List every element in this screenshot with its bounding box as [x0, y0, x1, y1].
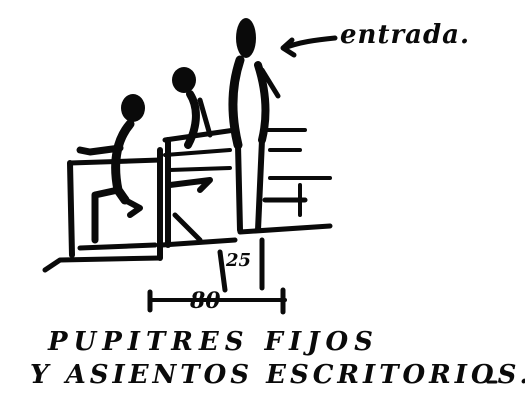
caption-line-2: Y ASIENTOS ESCRITORIOS. — [30, 360, 525, 390]
stepped-rows — [217, 128, 333, 293]
caption-line-1: PUPITRES FIJOS — [48, 327, 379, 357]
desk-front — [42, 147, 163, 273]
annotation-arrow — [280, 35, 338, 58]
seated-figure-middle — [167, 67, 213, 243]
annotation-entrada: entrada. — [340, 20, 471, 50]
desk-middle — [159, 127, 238, 248]
dimension-label-80: 80 — [190, 288, 221, 314]
dimension-label-25: 25 — [226, 250, 252, 271]
standing-figure — [228, 18, 281, 233]
seated-figure-front — [76, 94, 145, 244]
dimension-line-80 — [147, 287, 287, 315]
